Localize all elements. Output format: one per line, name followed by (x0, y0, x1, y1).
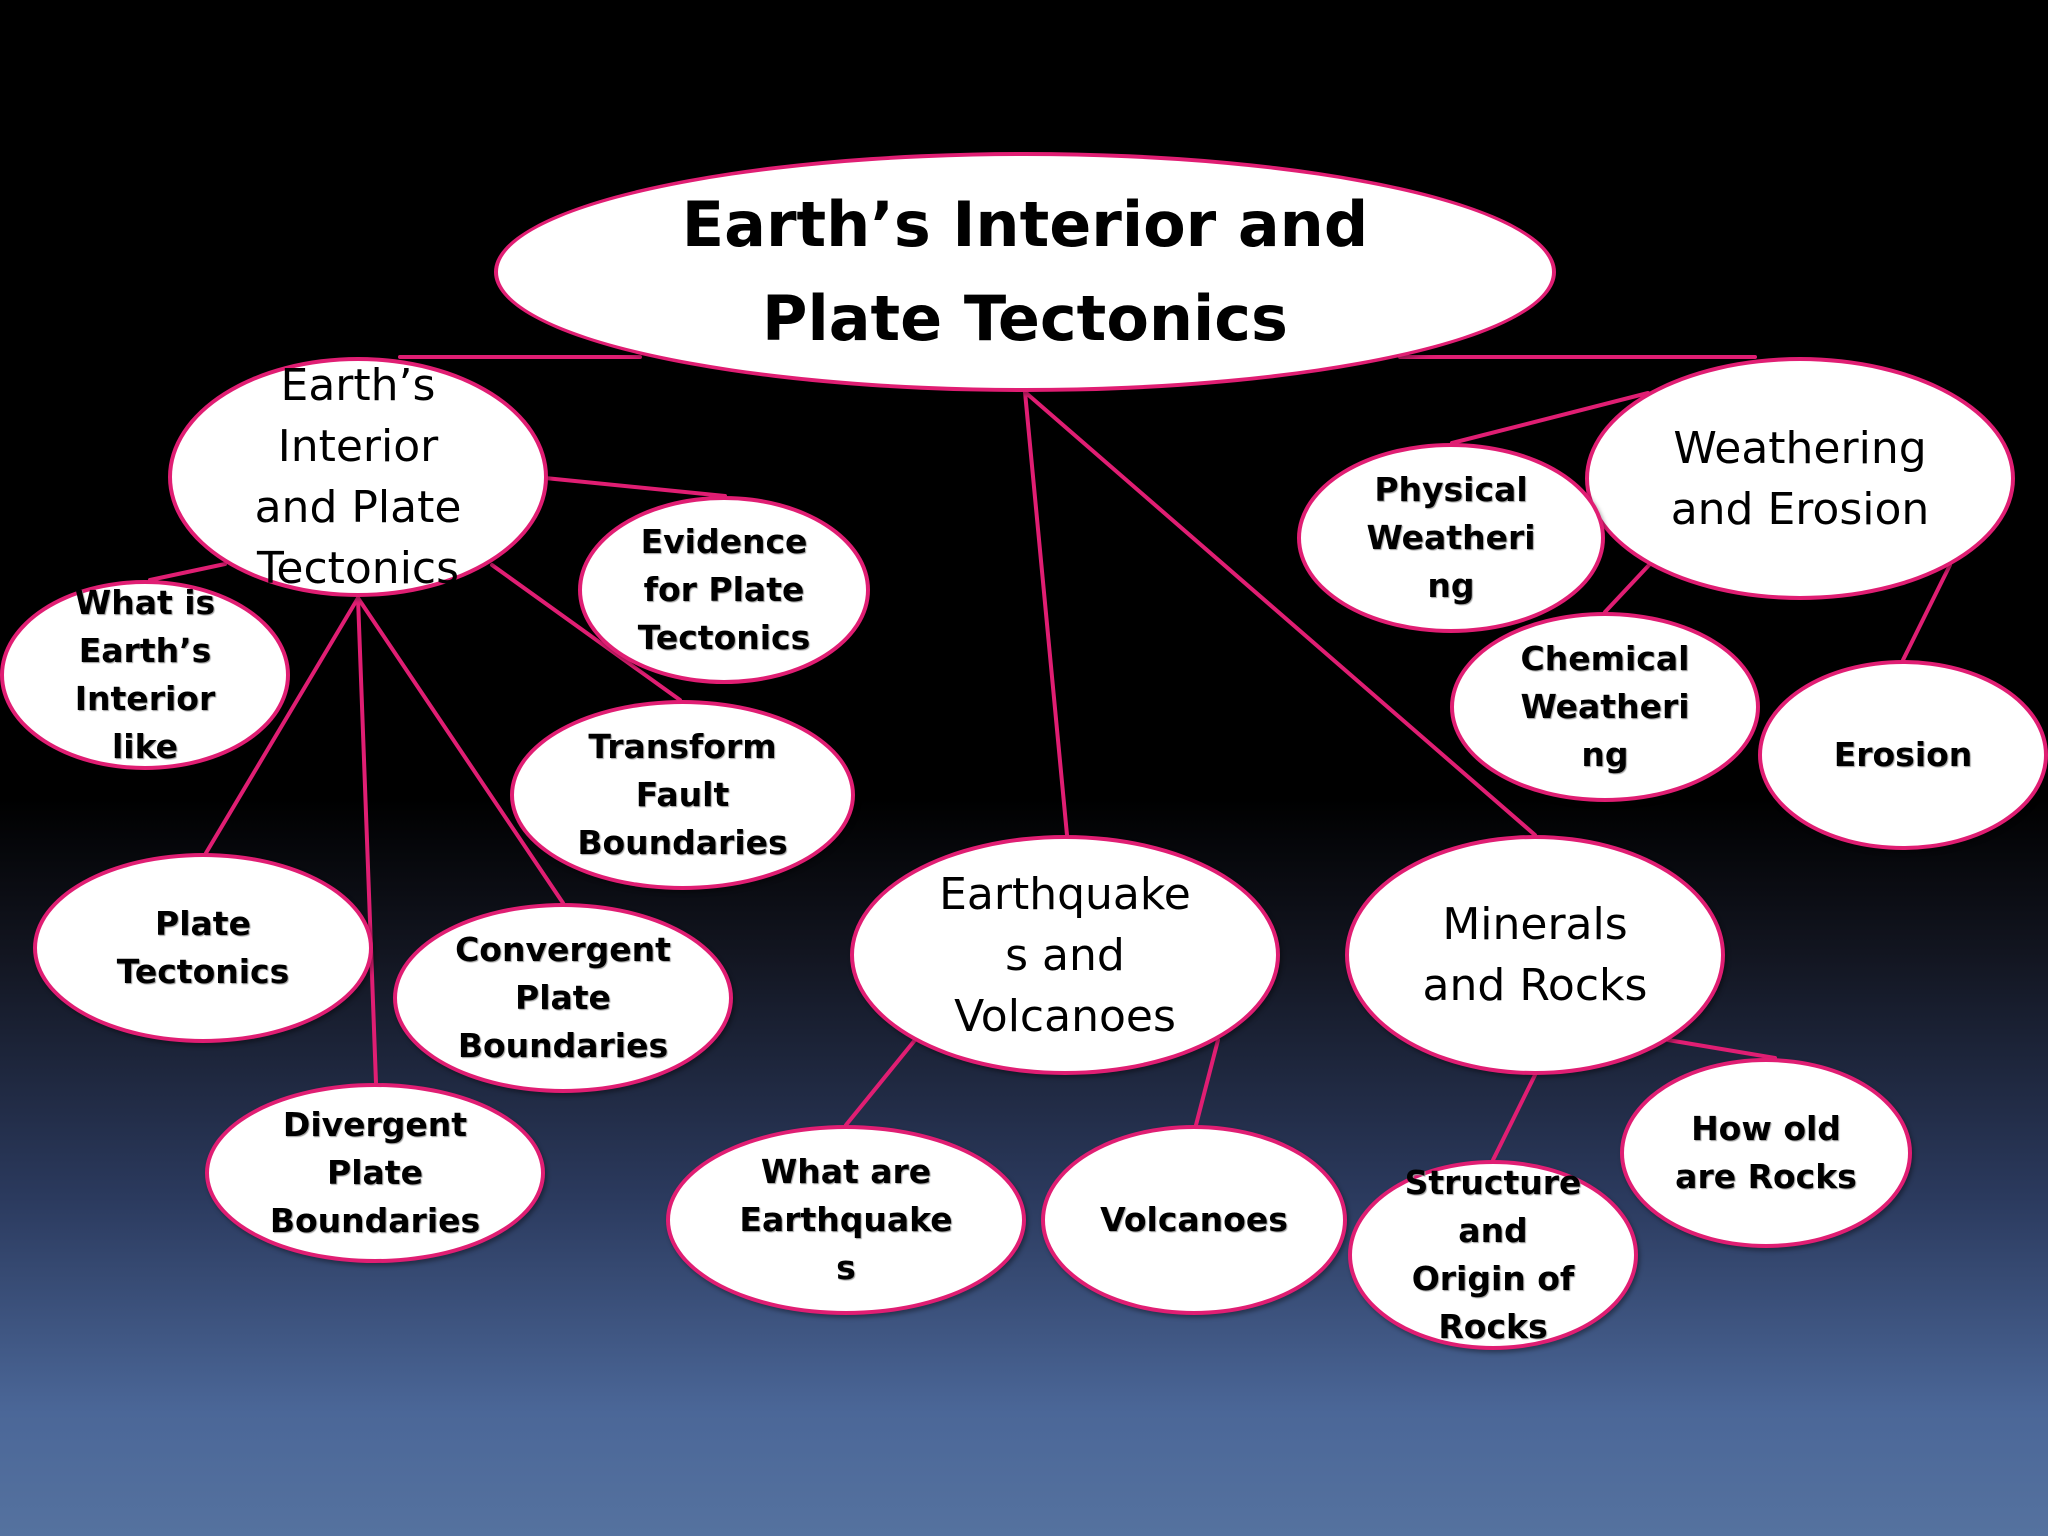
root-node[interactable]: Earth’s Interior and Plate Tectonics (494, 152, 1556, 392)
connector-weathering-chemical (1603, 562, 1652, 614)
subtopic-transform-node[interactable]: Transform Fault Boundaries (510, 700, 855, 890)
subtopic-convergent-node[interactable]: Convergent Plate Boundaries (393, 903, 733, 1093)
subtopic-structure-origin-node[interactable]: Structure and Origin of Rocks (1348, 1160, 1638, 1350)
subtopic-transform-label: Transform Fault Boundaries (577, 727, 788, 862)
subtopic-plate-tectonics-node[interactable]: Plate Tectonics (33, 853, 373, 1043)
connector-interior-divergent (356, 596, 378, 1085)
subtopic-physical-label: Physical Weatheri ng (1366, 470, 1536, 605)
root-label: Earth’s Interior and Plate Tectonics (681, 188, 1369, 355)
connector-interior-evidence (543, 476, 727, 498)
connector-weathering-physical (1450, 391, 1650, 445)
connector-interior-plate-tectonics (204, 596, 360, 855)
topic-interior-label: Earth’s Interior and Plate Tectonics (254, 360, 462, 594)
connector-minerals-structure (1491, 1073, 1537, 1162)
subtopic-how-old-node[interactable]: How old are Rocks (1620, 1058, 1912, 1248)
subtopic-volcanoes-node[interactable]: Volcanoes (1041, 1125, 1347, 1315)
topic-interior-node[interactable]: Earth’s Interior and Plate Tectonics (168, 357, 548, 597)
subtopic-chemical-label: Chemical Weatheri ng (1520, 639, 1690, 774)
subtopic-evidence-node[interactable]: Evidence for Plate Tectonics (578, 496, 870, 684)
topic-weathering-label: Weathering and Erosion (1670, 422, 1930, 535)
topic-weathering-node[interactable]: Weathering and Erosion (1585, 357, 2015, 600)
subtopic-what-is-interior-node[interactable]: What is Earth’s Interior like (0, 580, 290, 770)
connector-minerals-how-old (1666, 1038, 1777, 1060)
connector-weathering-erosion (1901, 563, 1952, 662)
subtopic-structure-origin-label: Structure and Origin of Rocks (1404, 1163, 1582, 1346)
subtopic-physical-node[interactable]: Physical Weatheri ng (1297, 443, 1605, 633)
topic-minerals-label: Minerals and Rocks (1422, 899, 1648, 1011)
topic-earthquakes-node[interactable]: Earthquake s and Volcanoes (850, 835, 1280, 1075)
topic-minerals-node[interactable]: Minerals and Rocks (1345, 835, 1725, 1075)
subtopic-divergent-node[interactable]: Divergent Plate Boundaries (205, 1083, 545, 1263)
subtopic-evidence-label: Evidence for Plate Tectonics (637, 522, 811, 657)
connector-earthquakes-volcanoes (1194, 1038, 1220, 1127)
subtopic-chemical-node[interactable]: Chemical Weatheri ng (1450, 612, 1760, 802)
subtopic-what-is-interior-label: What is Earth’s Interior like (74, 583, 216, 766)
topic-earthquakes-label: Earthquake s and Volcanoes (939, 868, 1191, 1042)
subtopic-convergent-label: Convergent Plate Boundaries (455, 930, 671, 1065)
subtopic-plate-tectonics-label: Plate Tectonics (116, 904, 290, 991)
subtopic-what-are-earthquakes-label: What are Earthquake s (739, 1152, 953, 1287)
connector-earthquakes-what-are (844, 1038, 917, 1127)
subtopic-erosion-node[interactable]: Erosion (1758, 660, 2048, 850)
subtopic-volcanoes-label: Volcanoes (1100, 1200, 1288, 1239)
connector-interior-convergent (356, 596, 565, 905)
subtopic-erosion-label: Erosion (1833, 735, 1973, 774)
subtopic-how-old-label: How old are Rocks (1675, 1109, 1857, 1196)
connector-interior-what-is (148, 562, 227, 582)
connector-root-minerals (1023, 390, 1537, 837)
subtopic-what-are-earthquakes-node[interactable]: What are Earthquake s (666, 1125, 1026, 1315)
subtopic-divergent-label: Divergent Plate Boundaries (269, 1105, 481, 1240)
connector-root-earthquakes (1023, 390, 1069, 837)
connector-interior-transform (490, 563, 682, 702)
